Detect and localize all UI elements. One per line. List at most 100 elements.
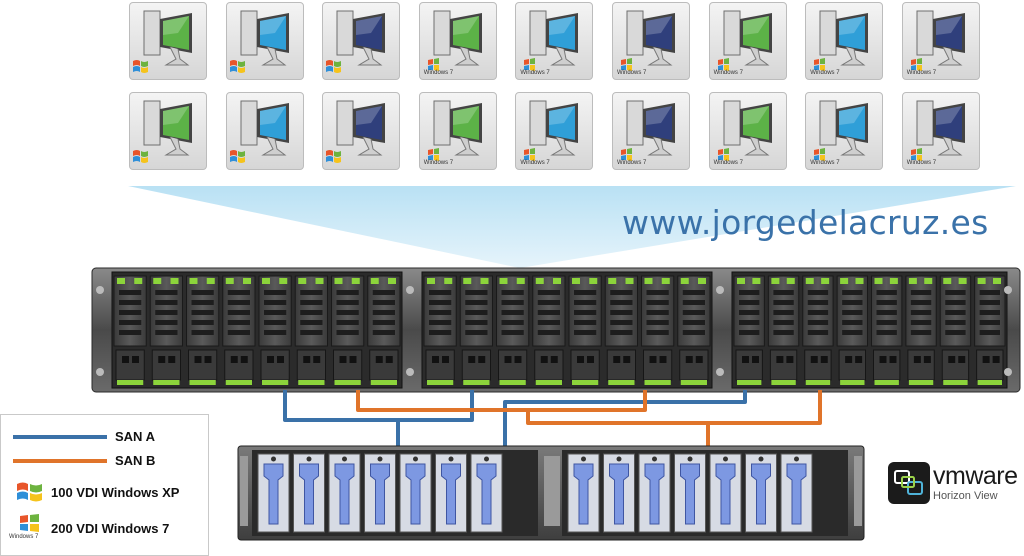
server-blade [871, 275, 903, 385]
windows-7-text: Windows 7 [810, 160, 840, 166]
monitor-icon [427, 100, 482, 161]
vdi-windows-xp-desktop [322, 92, 401, 170]
monitor-icon [133, 10, 192, 73]
vdi-windows-7-desktop: Windows 7 [901, 92, 980, 170]
server-blade [331, 275, 365, 385]
disk-drive [745, 453, 777, 533]
san-a-cable [398, 390, 474, 422]
vdi-windows-xp-desktop [129, 92, 207, 170]
vdi-funnel [128, 186, 1016, 268]
monitor-icon [427, 10, 482, 71]
vdi-windows-7-desktop: Windows 7 [612, 92, 690, 170]
legend-w7: Windows 7 200 VDI Windows 7 [1, 511, 210, 545]
disk-drive [780, 453, 813, 533]
disk-drive [328, 453, 361, 533]
windows-7-text: Windows 7 [810, 70, 840, 76]
vdi-windows-7-desktop: Windows 7 [901, 2, 980, 80]
server-blade [733, 275, 765, 385]
blade-server-chassis [421, 271, 713, 389]
monitor-icon [326, 100, 386, 163]
vdi-windows-7-desktop: Windows 7 [418, 92, 497, 170]
vmware-wordmark: vmware [933, 462, 1018, 490]
legend-san-a: SAN A [1, 427, 210, 447]
storage-handle [240, 456, 248, 526]
server-blade [496, 275, 530, 385]
windows-7-text: Windows 7 [520, 160, 550, 166]
blade-server-chassis [731, 271, 1008, 389]
windows-7-text: Windows 7 [713, 160, 743, 166]
monitor-icon [326, 10, 386, 73]
san-a-cable [283, 390, 400, 448]
server-blade [641, 275, 675, 385]
disk-drive [364, 453, 396, 533]
legend-san-b: SAN B [1, 451, 210, 471]
server-blade [532, 275, 566, 385]
server-blade [604, 275, 638, 385]
windows-7-text: Windows 7 [423, 160, 454, 166]
disk-drive [470, 453, 503, 533]
monitor-icon [524, 10, 579, 71]
monitor-icon [229, 100, 289, 163]
windows-7-text: Windows 7 [617, 160, 647, 166]
windows-7-text: Windows 7 [423, 70, 454, 76]
storage-shelf [252, 450, 538, 536]
disk-drive [293, 453, 325, 533]
w7-legend-text: Windows 7 [9, 534, 39, 540]
vdi-windows-7-desktop: Windows 7 [418, 2, 497, 80]
windows-xp-icon [17, 482, 42, 502]
disk-drive [638, 453, 671, 533]
monitor-icon [814, 100, 869, 161]
monitor-icon [524, 100, 579, 161]
monitor-icon [814, 10, 869, 71]
windows-7-text: Windows 7 [906, 160, 937, 166]
monitor-icon [621, 10, 675, 71]
server-blade [258, 275, 292, 385]
disk-drive [399, 453, 432, 533]
monitor-icon [717, 100, 772, 161]
windows-7-text: Windows 7 [617, 70, 647, 76]
vdi-windows-xp-desktop [129, 2, 207, 80]
server-blade [802, 275, 834, 385]
san-a-cable [503, 390, 747, 420]
server-blade [294, 275, 328, 385]
san-b-cable [356, 390, 647, 412]
rack-screw [96, 368, 104, 376]
monitor-icon [229, 10, 289, 73]
vdi-windows-xp-desktop [322, 2, 401, 80]
vdi-windows-xp-desktop [225, 92, 304, 170]
disk-drive [435, 453, 467, 533]
server-blade [974, 275, 1006, 385]
windows-7-icon [20, 514, 39, 532]
san-a-label: SAN A [115, 429, 155, 444]
server-blade [568, 275, 602, 385]
site-url: www.jorgedelacruz.es [622, 203, 989, 242]
vmware-view-icon [888, 462, 930, 504]
server-blade [222, 275, 256, 385]
rack-screw [716, 286, 724, 294]
storage-shelf [562, 450, 848, 536]
vdi-windows-7-desktop: Windows 7 [612, 2, 690, 80]
vdi-windows-7-desktop: Windows 7 [515, 92, 594, 170]
san-cables [283, 390, 822, 448]
windows-7-text: Windows 7 [906, 70, 937, 76]
blade-server-chassis [111, 271, 403, 389]
san-a-line [13, 435, 107, 439]
monitor-icon [910, 100, 965, 161]
disk-drive [674, 453, 706, 533]
server-blade [905, 275, 937, 385]
vmware-product-name: Horizon View [933, 490, 998, 502]
monitor-icon [910, 10, 965, 71]
vdi-windows-7-desktop: Windows 7 [515, 2, 594, 80]
legend-xp: 100 VDI Windows XP [1, 477, 210, 509]
xp-label: 100 VDI Windows XP [51, 485, 180, 500]
rack-screw [716, 368, 724, 376]
san-b-label: SAN B [115, 453, 156, 468]
disk-drive [709, 453, 742, 533]
disk-drive [603, 453, 635, 533]
windows-7-text: Windows 7 [713, 70, 743, 76]
server-blade [367, 275, 401, 385]
server-blade [186, 275, 220, 385]
windows-7-text: Windows 7 [520, 70, 550, 76]
